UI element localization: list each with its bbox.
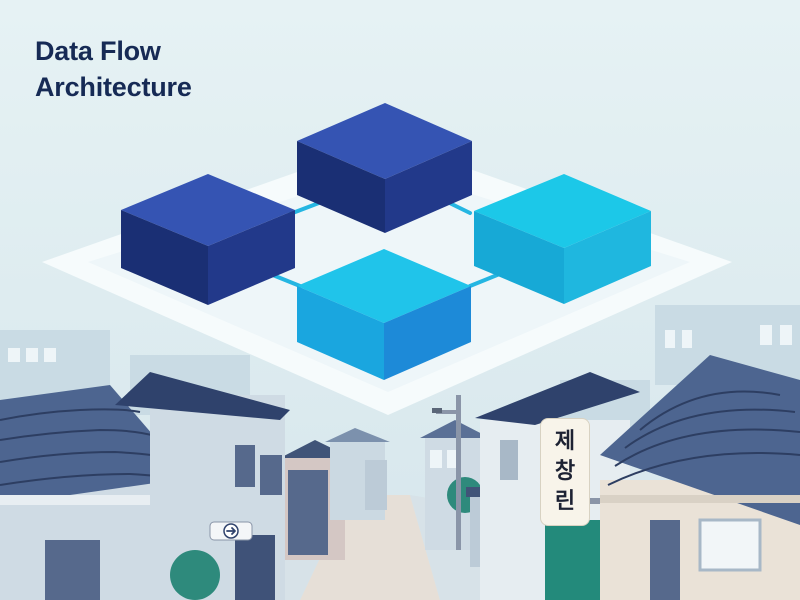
shop-sign-char-2: 창 [554,459,576,484]
distant-windows [8,325,792,362]
mid-buildings-left [280,428,390,560]
house-left-near [0,385,190,600]
direction-sign [209,521,253,541]
block-back [297,103,472,233]
arrow-right-icon [226,527,236,535]
street [300,495,440,600]
house-left-mid [115,372,290,600]
block-front [297,249,471,380]
block-right [474,174,651,304]
title-line-2: Architecture [35,72,192,102]
page-title: Data Flow Architecture [35,33,192,105]
title-line-1: Data Flow [35,36,161,66]
house-right-near [600,355,800,600]
shop-sign: 제 창 린 [540,418,590,526]
street-lamp [432,395,461,550]
shop-sign-char-3: 린 [554,489,576,514]
block-left [121,174,295,305]
shop-sign-char-1: 제 [554,429,576,454]
